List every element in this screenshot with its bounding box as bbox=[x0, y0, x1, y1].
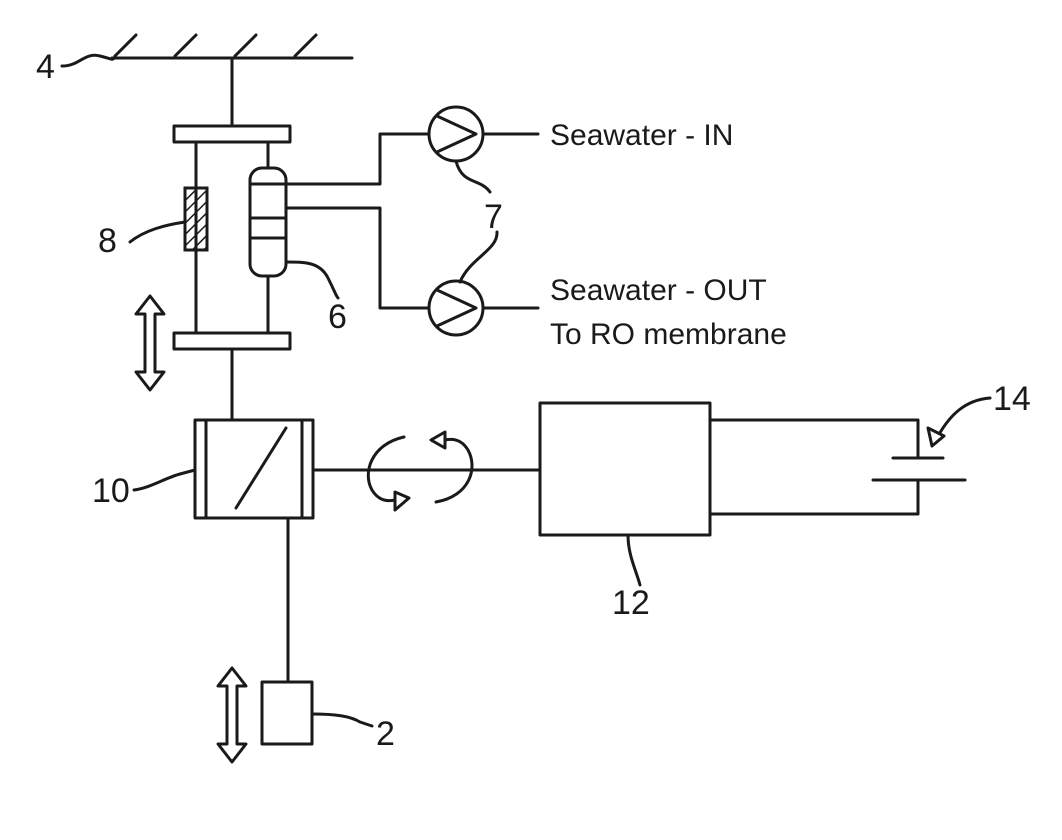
leader-2 bbox=[312, 714, 372, 726]
capacitor-icon bbox=[873, 458, 965, 480]
wire-upper bbox=[710, 420, 918, 458]
pipe-in bbox=[286, 134, 434, 184]
label-2: 2 bbox=[376, 715, 395, 753]
label-4: 4 bbox=[36, 48, 55, 86]
pump-out-icon bbox=[429, 281, 483, 335]
label-8: 8 bbox=[98, 222, 117, 260]
converter-box bbox=[195, 420, 313, 518]
label-14: 14 bbox=[993, 380, 1031, 418]
leader-7-lower bbox=[460, 232, 497, 282]
upper-plate bbox=[174, 126, 290, 142]
leader-12 bbox=[628, 535, 640, 585]
pump-cylinder bbox=[250, 168, 286, 276]
double-arrow-icon bbox=[136, 296, 164, 390]
leader-7-upper bbox=[456, 161, 490, 192]
label-10: 10 bbox=[92, 472, 130, 510]
spring-element bbox=[185, 188, 207, 250]
leader-14 bbox=[938, 398, 990, 436]
label-12: 12 bbox=[612, 584, 650, 622]
label-7: 7 bbox=[484, 198, 503, 236]
mass-block bbox=[262, 682, 312, 744]
pipe-out bbox=[286, 208, 430, 308]
load-box bbox=[540, 403, 710, 535]
fixed-ground bbox=[112, 35, 352, 58]
pump-in-icon bbox=[429, 107, 483, 161]
to-ro-membrane-label: To RO membrane bbox=[550, 318, 787, 351]
leader-8 bbox=[130, 222, 185, 242]
lower-plate bbox=[174, 333, 290, 349]
wire-lower bbox=[710, 480, 918, 514]
double-arrow-icon-lower bbox=[218, 668, 246, 762]
leader-10 bbox=[134, 470, 195, 490]
seawater-out-label: Seawater - OUT bbox=[550, 274, 767, 307]
label-6: 6 bbox=[328, 298, 347, 336]
seawater-in-label: Seawater - IN bbox=[550, 119, 733, 152]
leader-6 bbox=[286, 262, 338, 298]
leader-4 bbox=[62, 55, 115, 66]
